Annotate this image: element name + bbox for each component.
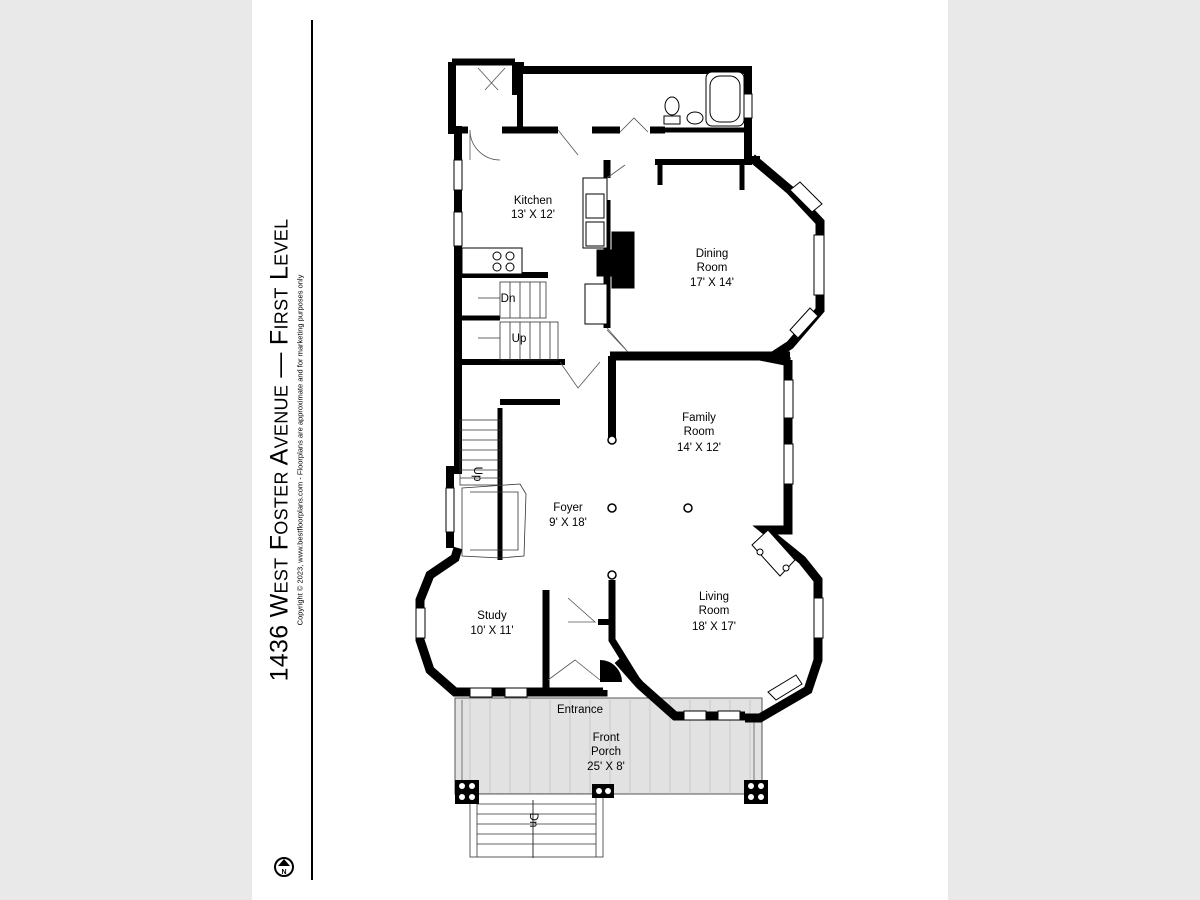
title-divider bbox=[311, 20, 313, 880]
foyer-name: Foyer bbox=[553, 502, 583, 514]
kitchen-size: 13' X 12' bbox=[511, 209, 555, 221]
back-stair-down-label: Dn bbox=[501, 293, 516, 305]
family-name-2: Room bbox=[684, 426, 715, 438]
back-stairs bbox=[478, 281, 559, 361]
entrance-label: Entrance bbox=[557, 704, 603, 716]
porch-steps bbox=[469, 793, 604, 858]
kitchen-name: Kitchen bbox=[514, 195, 552, 207]
living-size: 18' X 17' bbox=[692, 621, 736, 633]
main-stair-up-label: Up bbox=[471, 467, 483, 482]
porch-name-2: Porch bbox=[591, 746, 621, 758]
study-size: 10' X 11' bbox=[470, 625, 513, 637]
main-stairs bbox=[459, 419, 527, 559]
bath-fixtures bbox=[663, 71, 745, 127]
porch-columns bbox=[455, 780, 768, 804]
kitchen-fixtures bbox=[461, 177, 608, 325]
entry-door-swing bbox=[600, 660, 622, 682]
back-stair-up-label: Up bbox=[512, 333, 527, 345]
family-name-1: Family bbox=[682, 412, 716, 424]
study-name: Study bbox=[477, 610, 507, 622]
porch-size: 25' X 8' bbox=[587, 761, 625, 773]
interior-columns bbox=[607, 435, 693, 580]
dining-size: 17' X 14' bbox=[690, 277, 734, 289]
north-arrow-icon: N bbox=[274, 857, 294, 877]
living-name-1: Living bbox=[699, 591, 729, 603]
door-swings bbox=[469, 67, 649, 681]
windows bbox=[415, 93, 825, 721]
dining-name-2: Room bbox=[697, 262, 728, 274]
porch-name-1: Front bbox=[593, 732, 621, 744]
bay-windows bbox=[767, 181, 823, 701]
living-name-2: Room bbox=[699, 605, 730, 617]
north-letter: N bbox=[281, 869, 286, 876]
porch-stair-down-label: Dn bbox=[527, 813, 539, 828]
foyer-size: 9' X 18' bbox=[549, 517, 587, 529]
family-size: 14' X 12' bbox=[677, 442, 721, 454]
dining-name-1: Dining bbox=[696, 248, 729, 260]
interior-walls bbox=[458, 62, 790, 692]
living-fireplace bbox=[751, 529, 796, 577]
